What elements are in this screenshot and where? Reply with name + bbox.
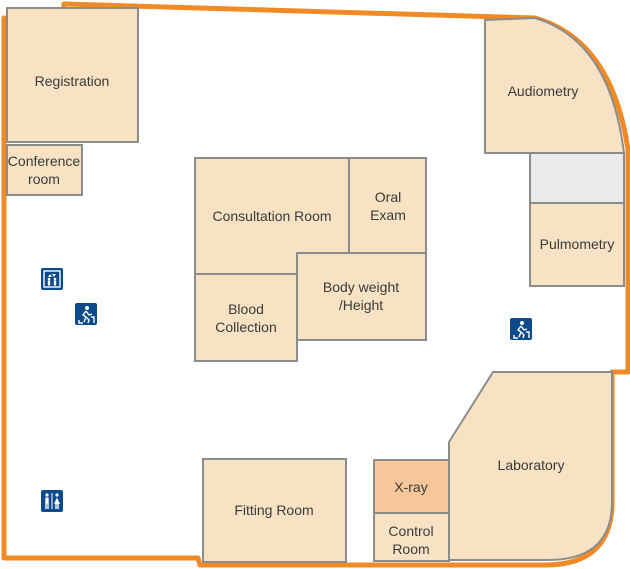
elevator-icon <box>41 268 63 290</box>
room-label-laboratory: Laboratory <box>498 457 565 473</box>
room-audiometry[interactable]: Audiometry <box>484 16 626 154</box>
room-label-oral-line2: Exam <box>370 207 406 223</box>
room-blood-collection[interactable]: Blood Collection <box>194 273 298 362</box>
room-registration[interactable]: Registration <box>6 7 139 143</box>
emergency-exit-icon <box>510 318 532 340</box>
room-oral-exam[interactable]: Oral Exam <box>348 157 427 254</box>
emergency-exit-icon <box>75 303 97 325</box>
room-label-body-line2: /Height <box>339 297 383 313</box>
room-laboratory[interactable]: Laboratory <box>448 371 613 561</box>
room-label-consultation: Consultation Room <box>212 208 331 224</box>
room-conference[interactable]: Conference room <box>6 144 83 196</box>
room-control[interactable]: Control Room <box>373 512 450 562</box>
room-label-fitting: Fitting Room <box>234 502 313 518</box>
room-label-audiometry: Audiometry <box>508 83 579 99</box>
room-fitting[interactable]: Fitting Room <box>202 458 347 563</box>
room-xray[interactable]: X-ray <box>373 459 450 514</box>
room-pulmometry[interactable]: Pulmometry <box>529 202 625 287</box>
room-label-body-line1: Body weight <box>323 279 399 295</box>
room-body-weight-height[interactable]: Body weight /Height <box>296 252 427 341</box>
room-label-blood-line2: Collection <box>215 319 276 335</box>
room-label-blood-line1: Blood <box>228 301 264 317</box>
room-label-oral-line1: Oral <box>375 189 401 205</box>
room-consultation[interactable]: Consultation Room <box>194 157 350 275</box>
room-unlabeled <box>529 152 625 204</box>
room-label-xray: X-ray <box>394 479 427 495</box>
room-label-conference-line2: room <box>28 171 60 187</box>
room-label-conference-line1: Conference <box>8 153 81 169</box>
room-label-control-line2: Room <box>392 541 429 557</box>
room-label-pulmometry: Pulmometry <box>540 236 615 252</box>
room-label-registration: Registration <box>35 73 110 89</box>
room-label-control-line1: Control <box>388 523 433 539</box>
restroom-icon <box>41 490 63 512</box>
